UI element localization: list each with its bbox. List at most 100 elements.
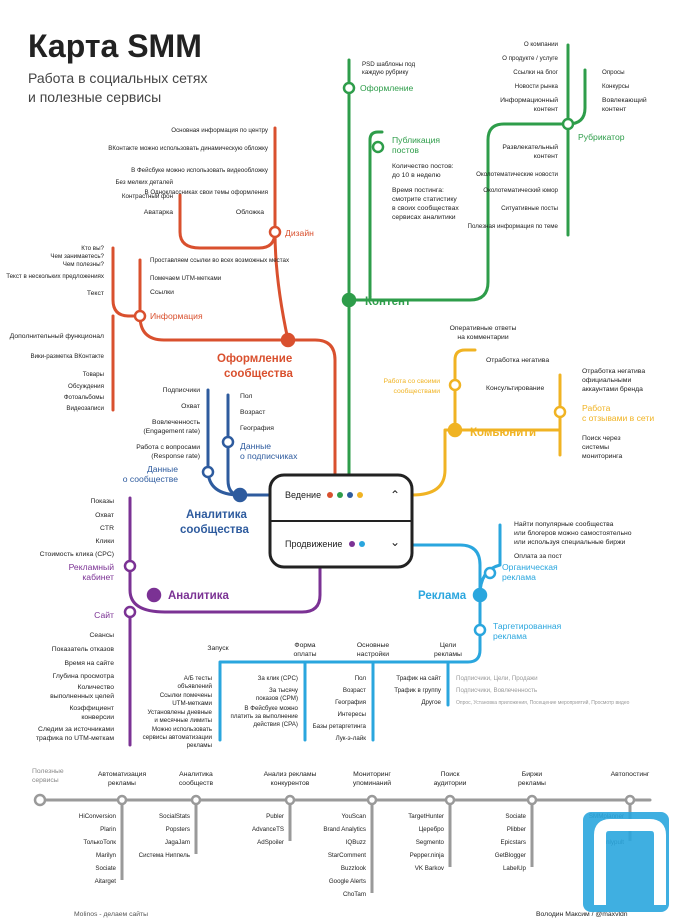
analytics-cab: кабинет: [82, 572, 114, 582]
ads-item: Другое: [421, 699, 441, 706]
services-col-header: Аналитика: [179, 771, 213, 778]
service-item: Система Ниппель: [139, 852, 190, 859]
community-rabota: с отзывами в сети: [582, 413, 654, 423]
service-item: ChoTam: [343, 891, 366, 898]
ads-item: В Фейсбуке можно: [244, 705, 298, 712]
rubricator-item: Околотематический юмор: [483, 187, 558, 194]
ads-label: Реклама: [418, 590, 467, 602]
ads-station: Цели: [440, 642, 457, 649]
rubricator-item: Вовлекающий: [602, 96, 647, 104]
service-item: Google Alerts: [329, 878, 366, 885]
analytics-item: Коэффициент: [69, 705, 114, 712]
analytics-item: Показы: [91, 498, 115, 505]
hub-prodvizhenie: Продвижение: [285, 539, 342, 549]
service-item: Segmento: [416, 839, 445, 846]
ads-target: Таргетированная: [493, 621, 562, 631]
rubricator-item: Ссылки на блог: [513, 69, 558, 76]
ads-item: Можно использовать: [152, 726, 212, 733]
chevron-down-icon[interactable]: ⌄: [390, 535, 400, 549]
content-item: Время постинга:: [392, 187, 444, 194]
content-pub: постов: [392, 145, 419, 155]
service-item: Sociate: [505, 813, 526, 820]
services-station: [444, 794, 456, 806]
community-label: Комьюнити: [470, 427, 536, 439]
an-comm-data: Данные: [240, 441, 271, 451]
design-name: Дизайн: [285, 228, 314, 238]
hub-box: Ведение ⌃ Продвижение ⌄: [268, 473, 414, 569]
ads-item: UTM-метками: [172, 700, 212, 707]
ads-line: [218, 543, 482, 742]
ads-item: и месячные лимиты: [154, 717, 212, 724]
analytics-item: Клики: [96, 538, 115, 545]
service-item: Pepper.ninja: [410, 852, 445, 859]
analytics-cab: Рекламный: [69, 562, 115, 572]
community-item: Консультирование: [486, 385, 544, 392]
design-item: Контрастный фон: [122, 193, 173, 200]
community-line: [410, 373, 562, 497]
rubricator-item: Конкурсы: [602, 83, 630, 90]
rubricator-line: [347, 122, 570, 302]
service-item: Buzzlook: [341, 865, 367, 872]
design-item: В Фейсбуке можно использовать видеооблож…: [131, 167, 269, 174]
service-item: Plarin: [100, 826, 116, 833]
service-item: StarComment: [328, 852, 366, 859]
analytics-item: Сеансы: [89, 632, 114, 639]
info-item: Видеозаписи: [66, 405, 104, 412]
ads-item: платить за выполнение: [230, 713, 298, 720]
info-item: Ссылки: [150, 289, 174, 296]
an-comm-data: о подписчиках: [240, 451, 298, 461]
footer-left: Molinos - делаем сайты: [74, 910, 148, 918]
services-col-header: Автопостинг: [611, 771, 650, 778]
info-item: Текст в нескольких предложениях: [6, 273, 105, 280]
content-item: сервисах аналитики: [392, 214, 456, 221]
content-item: до 10 в неделю: [392, 172, 441, 179]
ads-target: реклама: [493, 631, 527, 641]
service-item: VK Barkov: [415, 865, 445, 872]
info-item: Проставляем ссылки во всех возможных мес…: [150, 257, 290, 264]
ads-station: Запуск: [207, 645, 228, 652]
analytics-item: трафика по UTM-меткам: [36, 735, 114, 742]
info-name: Информация: [150, 311, 203, 321]
services-col-header: рекламы: [108, 780, 136, 787]
rubricator-item: Полезная информация по теме: [468, 223, 559, 230]
service-item: Sociate: [95, 865, 116, 872]
an-comm-label-2: сообщества: [180, 524, 249, 536]
rubricator-item: О продукте / услуге: [502, 55, 558, 62]
analytics-item: Стоимость клика (CPC): [40, 551, 114, 558]
rubricator-name: Рубрикатор: [578, 132, 625, 142]
service-item: Popsters: [166, 826, 190, 833]
services-col-header: упоминаний: [353, 779, 391, 787]
info-item: Помечаем UTM-метками: [150, 275, 222, 282]
community-work: Работа со своими: [384, 377, 441, 385]
ads-item: Ссылки помечены: [160, 692, 213, 699]
footer-right: Володин Максим / @maxvldn: [536, 911, 628, 918]
an-comm-item: (Response rate): [151, 453, 200, 460]
page-subtitle-2: и полезные сервисы: [28, 89, 161, 105]
services-col-header: Мониторинг: [353, 771, 391, 778]
services-station: [284, 794, 296, 806]
an-comm-item: Вовлеченность: [152, 419, 200, 426]
service-item: IQBuzz: [346, 839, 366, 846]
community-item: Оперативные ответы: [450, 325, 517, 332]
ads-item: рекламы: [187, 742, 213, 749]
content-pub: Публикация: [392, 135, 440, 145]
hub-vedenie: Ведение: [285, 490, 321, 500]
services-col-header: Поиск: [441, 771, 460, 778]
ads-note: Подписчики, Цели, Продажи: [456, 675, 538, 682]
logo-badge-icon: [583, 812, 669, 912]
community-item: на комментарии: [457, 334, 509, 341]
analytics-item: Охват: [95, 512, 114, 519]
ads-station: оплаты: [293, 651, 316, 658]
services-col-header: Автоматизация: [98, 771, 147, 778]
stations: [33, 81, 575, 807]
content-item: Количество постов:: [392, 163, 454, 170]
service-item: ТолькоТолк: [83, 839, 116, 846]
rubricator-item: Ситуативные посты: [501, 205, 558, 212]
services-title: Полезные: [32, 768, 64, 775]
chevron-up-icon[interactable]: ⌃: [390, 488, 400, 502]
service-item: AdSpoiler: [257, 839, 284, 846]
service-item: YouScan: [341, 813, 366, 820]
ads-item: объявлений: [177, 683, 212, 690]
rubricator-item: контент: [534, 153, 558, 160]
rubricator-item: Околотематические новости: [476, 171, 558, 178]
